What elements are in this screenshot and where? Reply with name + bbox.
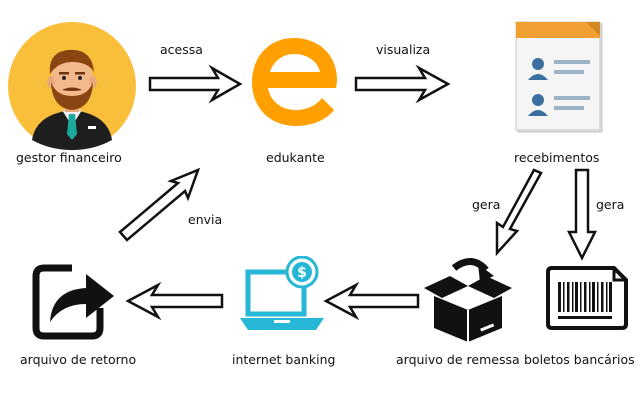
edukante-logo-icon [252,38,337,126]
edge-label-visualiza: visualiza [376,42,431,57]
label-edukante: edukante [266,150,325,165]
arrow-gera-boletos [566,168,598,261]
arrow-visualiza [354,64,451,104]
node-edukante [246,32,342,132]
arrow-envia [118,167,201,242]
laptop-dollar-icon: $ [240,255,324,330]
arrow-acessa [148,64,243,104]
open-box-icon [424,258,512,342]
label-boletos: boletos bancários [524,352,635,367]
arrow-gera-remessa [495,168,543,257]
barcode-document-icon [546,266,628,330]
share-return-icon [32,264,114,340]
svg-text:$: $ [297,265,307,281]
manager-avatar-icon [8,22,136,150]
edge-label-gera-boletos: gera [596,197,625,212]
node-boletos [544,266,630,330]
edge-label-gera-remessa: gera [472,197,501,212]
node-internet-banking: $ [240,255,324,334]
edge-label-envia: envia [188,212,223,227]
arrow-to-internet-banking [323,281,420,321]
node-remessa [420,252,516,344]
label-gestor: gestor financeiro [16,150,122,165]
label-internet-banking: internet banking [232,352,336,367]
node-recebimentos [512,20,608,136]
edge-label-acessa: acessa [160,42,203,57]
document-list-icon [515,21,603,133]
node-gestor [8,22,136,150]
node-retorno [32,264,118,340]
label-recebimentos: recebimentos [514,150,600,165]
label-retorno: arquivo de retorno [20,352,137,367]
arrow-to-retorno [125,281,224,321]
label-remessa: arquivo de remessa [396,352,520,367]
